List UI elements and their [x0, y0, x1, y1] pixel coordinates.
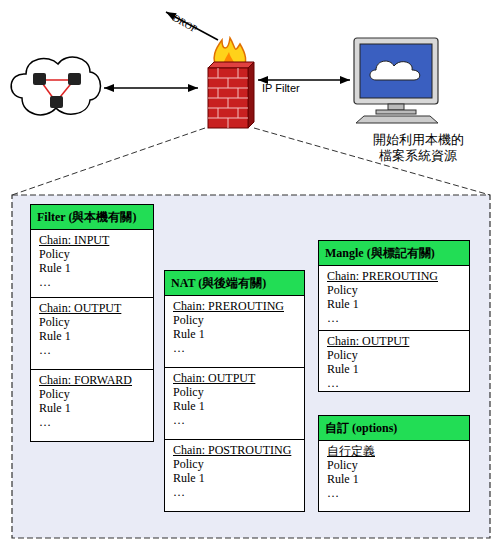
ellipsis-text: …: [39, 275, 145, 289]
table-box: NAT (與後端有關)Chain: PREROUTINGPolicyRule 1…: [164, 270, 305, 512]
computer-node: 開始利用本機的 檔案系統資源: [350, 36, 445, 124]
chain-name: Chain: OUTPUT: [327, 334, 461, 348]
table-box: Mangle (與標記有關)Chain: PREROUTINGPolicyRul…: [318, 240, 470, 392]
policy-text: Policy: [39, 387, 145, 401]
network-cloud: [11, 57, 100, 115]
monitor-screen: [360, 44, 432, 98]
wall-side: [248, 62, 254, 128]
wall-top: [208, 62, 254, 68]
chain-box: Chain: INPUTPolicyRule 1…: [30, 229, 154, 298]
chain-name: Chain: OUTPUT: [39, 301, 145, 315]
policy-text: Policy: [173, 313, 296, 327]
ellipsis-text: …: [327, 376, 461, 390]
chain-box: Chain: OUTPUTPolicyRule 1…: [164, 367, 305, 440]
ellipsis-text: …: [39, 415, 145, 429]
ellipsis-text: …: [173, 485, 296, 499]
screen-cloud: [370, 61, 420, 80]
zoom-box: [12, 195, 490, 538]
chain-name: Chain: PREROUTING: [327, 269, 461, 283]
computer-icon: [350, 36, 445, 124]
rule-text: Rule 1: [173, 399, 296, 413]
cloud-outline: [11, 57, 100, 115]
node-label: 開始利用本機的 檔案系統資源: [368, 132, 468, 164]
table-header: Mangle (與標記有關): [318, 240, 470, 266]
rule-text: Rule 1: [327, 297, 461, 311]
monitor-stand: [388, 104, 404, 110]
table-header: NAT (與後端有關): [164, 270, 305, 296]
firewall-node: IP Filter: [200, 30, 258, 130]
drop-arrow: [166, 12, 218, 40]
host-icon: [68, 73, 81, 85]
rule-text: Rule 1: [39, 329, 145, 343]
zoom-line: [254, 128, 490, 195]
policy-text: Policy: [173, 457, 296, 471]
monitor-base: [376, 110, 416, 114]
ellipsis-text: …: [327, 486, 461, 500]
policy-text: Policy: [327, 348, 461, 362]
policy-text: Policy: [39, 315, 145, 329]
rule-text: Rule 1: [39, 261, 145, 275]
chain-box: Chain: POSTROUTINGPolicyRule 1…: [164, 439, 305, 512]
host-icon: [50, 96, 63, 108]
chain-box: 自行定義PolicyRule 1…: [318, 440, 470, 512]
chain-name: 自行定義: [327, 444, 461, 458]
node-label: IP Filter: [262, 82, 300, 94]
ellipsis-text: …: [173, 341, 296, 355]
host-icon: [33, 73, 46, 85]
table-box: Filter (與本機有關)Chain: INPUTPolicyRule 1…C…: [30, 204, 154, 442]
drop-label: DROP: [171, 12, 200, 35]
chain-name: Chain: OUTPUT: [173, 371, 296, 385]
rule-text: Rule 1: [39, 401, 145, 415]
monitor-frame: [354, 38, 438, 104]
chain-box: Chain: FORWARDPolicyRule 1…: [30, 369, 154, 442]
traffic-arrow: [104, 87, 198, 89]
policy-text: Policy: [39, 247, 145, 261]
rule-text: Rule 1: [173, 471, 296, 485]
ellipsis-text: …: [327, 311, 461, 325]
policy-text: Policy: [327, 283, 461, 297]
chain-box: Chain: OUTPUTPolicyRule 1…: [30, 297, 154, 370]
ellipsis-text: …: [39, 343, 145, 357]
rule-text: Rule 1: [327, 362, 461, 376]
brick-wall: [208, 68, 248, 128]
rule-text: Rule 1: [173, 327, 296, 341]
keyboard: [356, 116, 438, 123]
chain-box: Chain: OUTPUTPolicyRule 1…: [318, 330, 470, 392]
chain-name: Chain: FORWARD: [39, 373, 145, 387]
table-header: Filter (與本機有關): [30, 204, 154, 230]
chain-name: Chain: INPUT: [39, 233, 145, 247]
brick-lines: [208, 68, 248, 128]
rule-text: Rule 1: [327, 472, 461, 486]
chain-name: Chain: PREROUTING: [173, 299, 296, 313]
zoom-line: [12, 128, 205, 195]
traffic-arrow: [258, 79, 350, 81]
chain-box: Chain: PREROUTINGPolicyRule 1…: [318, 265, 470, 331]
chain-box: Chain: PREROUTINGPolicyRule 1…: [164, 295, 305, 368]
table-box: 自訂 (options)自行定義PolicyRule 1…: [318, 415, 470, 512]
firewall-icon: [200, 30, 258, 130]
policy-text: Policy: [327, 458, 461, 472]
ellipsis-text: …: [173, 413, 296, 427]
chain-name: Chain: POSTROUTING: [173, 443, 296, 457]
table-header: 自訂 (options): [318, 415, 470, 441]
policy-text: Policy: [173, 385, 296, 399]
